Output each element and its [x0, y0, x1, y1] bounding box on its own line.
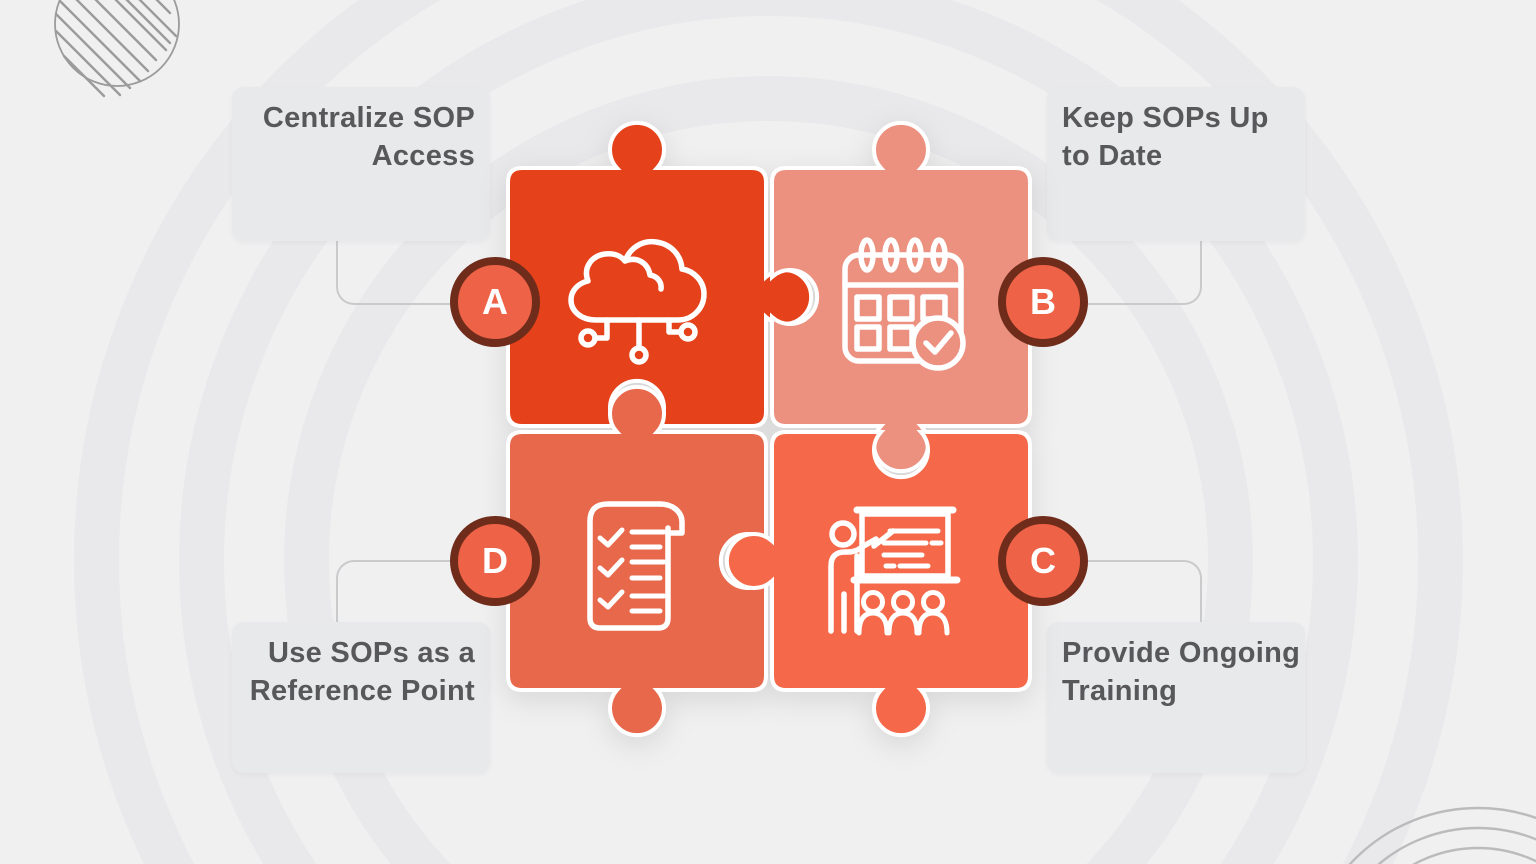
label-line: Training	[1062, 674, 1178, 707]
label-line: Use SOPs as a	[267, 637, 475, 669]
step-badge-d: D	[450, 516, 540, 606]
badge-letter: B	[1030, 281, 1056, 322]
label-line: Keep SOPs Up	[1062, 102, 1269, 134]
label-line: Access	[371, 139, 475, 172]
connector-line-d	[336, 560, 497, 625]
checklist-scroll-icon	[587, 501, 685, 631]
step-badge-c: C	[998, 516, 1088, 606]
connector-line-c	[1043, 560, 1202, 625]
badge-letter: C	[1030, 540, 1056, 581]
badge-letter: A	[482, 281, 508, 322]
label-box-provide-ongoing-training: Provide Ongoing Training	[1047, 622, 1305, 773]
label-line: Reference Point	[249, 674, 475, 707]
step-badge-b: B	[998, 257, 1088, 347]
label-box-use-sops-as-reference: Use SOPs as a Reference Point	[232, 622, 490, 773]
label-line: Centralize SOP	[262, 102, 475, 134]
badge-letter: D	[482, 540, 508, 581]
label-box-keep-sops-up-to-date: Keep SOPs Up to Date	[1047, 87, 1305, 241]
label-line: Provide Ongoing	[1062, 637, 1301, 669]
connector-line-a	[336, 241, 497, 305]
training-presentation-icon	[828, 506, 961, 636]
label-line: to Date	[1062, 139, 1163, 172]
label-box-centralize-sop-access: Centralize SOP Access	[232, 87, 490, 241]
calendar-check-icon	[842, 237, 966, 371]
hatched-circle-decoration	[54, 0, 180, 98]
step-badge-a: A	[450, 257, 540, 347]
connector-line-b	[1043, 241, 1202, 305]
concentric-arcs-decoration	[1348, 806, 1536, 864]
cloud-network-icon	[568, 238, 707, 365]
puzzle-diagram	[506, 120, 1032, 738]
